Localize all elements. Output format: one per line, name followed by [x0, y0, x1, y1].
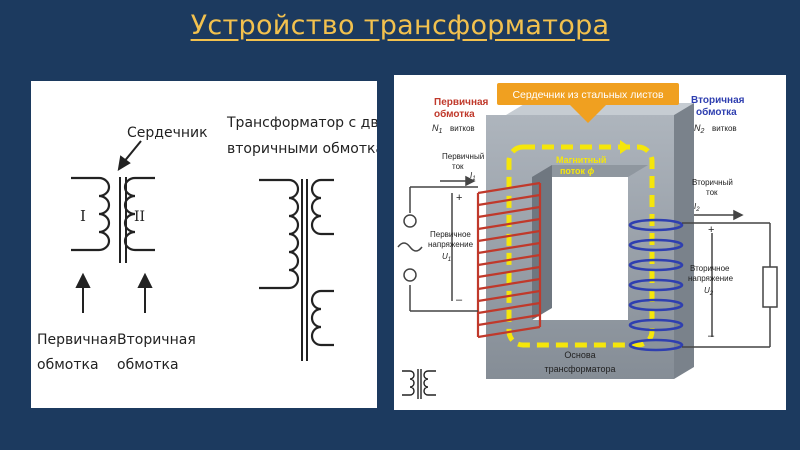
transformer-illustration: Сердечник из стальных листов: [397, 83, 778, 399]
secondary-label-2: обмотка: [117, 357, 179, 373]
banner-text: Сердечник из стальных листов: [512, 89, 664, 101]
core-window: [532, 177, 628, 320]
base-label-1: Основа: [564, 350, 595, 360]
primary-coil-symbol-2: [259, 178, 300, 290]
secondary-coil-upper: [310, 178, 334, 236]
roman-i: I: [80, 207, 86, 225]
primary-current-label-2: ток: [452, 162, 464, 171]
secondary-plus: +: [708, 224, 714, 236]
secondary-coil: [628, 218, 684, 352]
primary-voltage-label-2: напряжение: [428, 240, 474, 249]
roman-ii: II: [134, 209, 145, 225]
schematic-panel: Сердечник I II Первичная обмотка Вторичн…: [31, 81, 377, 408]
primary-winding-label-2: обмотка: [434, 108, 475, 120]
core-symbol-2: [301, 179, 308, 361]
two-secondary-label-1: Трансформатор с двумя: [226, 115, 377, 131]
flux-arrow: [620, 140, 630, 154]
u2-symbol: U2: [704, 286, 714, 297]
primary-arrow: [75, 272, 91, 313]
secondary-voltage-label-1: Вторичное: [690, 264, 730, 273]
secondary-winding-label-1: Вторичная: [691, 95, 745, 106]
core-label: Сердечник: [127, 125, 208, 141]
core-arrow: [117, 140, 142, 171]
secondary-minus: –: [708, 330, 715, 342]
secondary-voltage-label-2: напряжение: [688, 274, 734, 283]
core-side-face: [674, 103, 694, 379]
secondary-label-1: Вторичная: [117, 332, 196, 348]
primary-winding-label-1: Первичная: [434, 97, 489, 108]
n2-symbol: N2: [694, 123, 705, 135]
secondary-coil-symbol: [123, 176, 155, 252]
secondary-current-label-1: Вторичный: [692, 178, 733, 187]
primary-coil-symbol: [71, 176, 111, 252]
secondary-arrow: [137, 272, 153, 313]
n2-turns: витков: [712, 124, 737, 133]
secondary-winding-label-2: обмотка: [696, 106, 737, 118]
i1-symbol: I1: [470, 171, 476, 182]
primary-circuit: [397, 175, 478, 312]
secondary-current-label-2: ток: [706, 188, 718, 197]
i2-symbol: I2: [694, 202, 700, 213]
primary-minus: –: [456, 294, 463, 306]
core-banner: [497, 83, 679, 123]
u1-symbol: U1: [442, 252, 451, 263]
base-label-2: трансформатора: [544, 364, 615, 374]
schematic-diagram: Сердечник I II Первичная обмотка Вторичн…: [37, 115, 377, 373]
n1-symbol: N1: [432, 123, 443, 135]
primary-plus: +: [456, 192, 462, 204]
primary-current-label-1: Первичный: [442, 152, 484, 161]
flux-label-1: Магнитный: [556, 155, 606, 165]
transformer-illustration-panel: Сердечник из стальных листов: [394, 75, 786, 410]
primary-label-1: Первичная: [37, 332, 117, 348]
secondary-coil-lower: [310, 289, 334, 347]
n1-turns: витков: [450, 124, 475, 133]
flux-label-2: поток ϕ: [560, 166, 595, 176]
flux-path: [506, 144, 655, 348]
primary-voltage-label-1: Первичное: [430, 230, 471, 239]
secondary-circuit: [682, 209, 778, 348]
mini-transformer-symbol: [402, 369, 436, 399]
slide-title: Устройство трансформатора: [190, 10, 610, 41]
primary-coil: [476, 181, 542, 339]
two-secondary-label-2: вторичными обмотками: [227, 141, 377, 157]
primary-label-2: обмотка: [37, 357, 99, 373]
